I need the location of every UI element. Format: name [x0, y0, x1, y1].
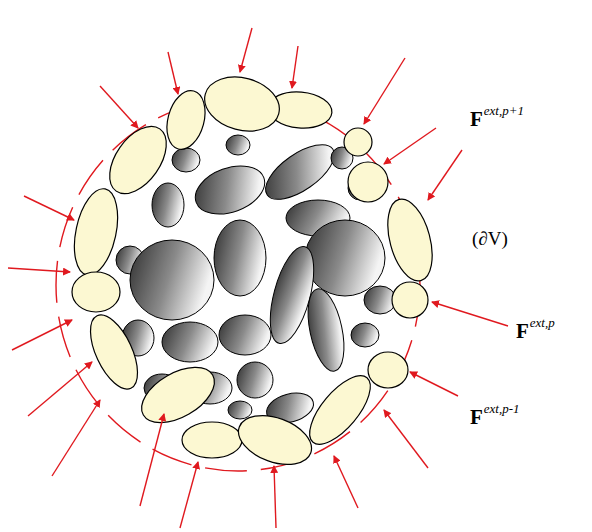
- force-label: Fext,p-1: [470, 402, 520, 427]
- force-arrows: [8, 28, 508, 528]
- boundary-grains: [67, 69, 440, 474]
- boundary-label: (∂V): [472, 228, 508, 250]
- force-label: Fext,p+1: [470, 104, 524, 129]
- force-label: Fext,p: [516, 316, 555, 341]
- boundary-curve: [56, 99, 420, 471]
